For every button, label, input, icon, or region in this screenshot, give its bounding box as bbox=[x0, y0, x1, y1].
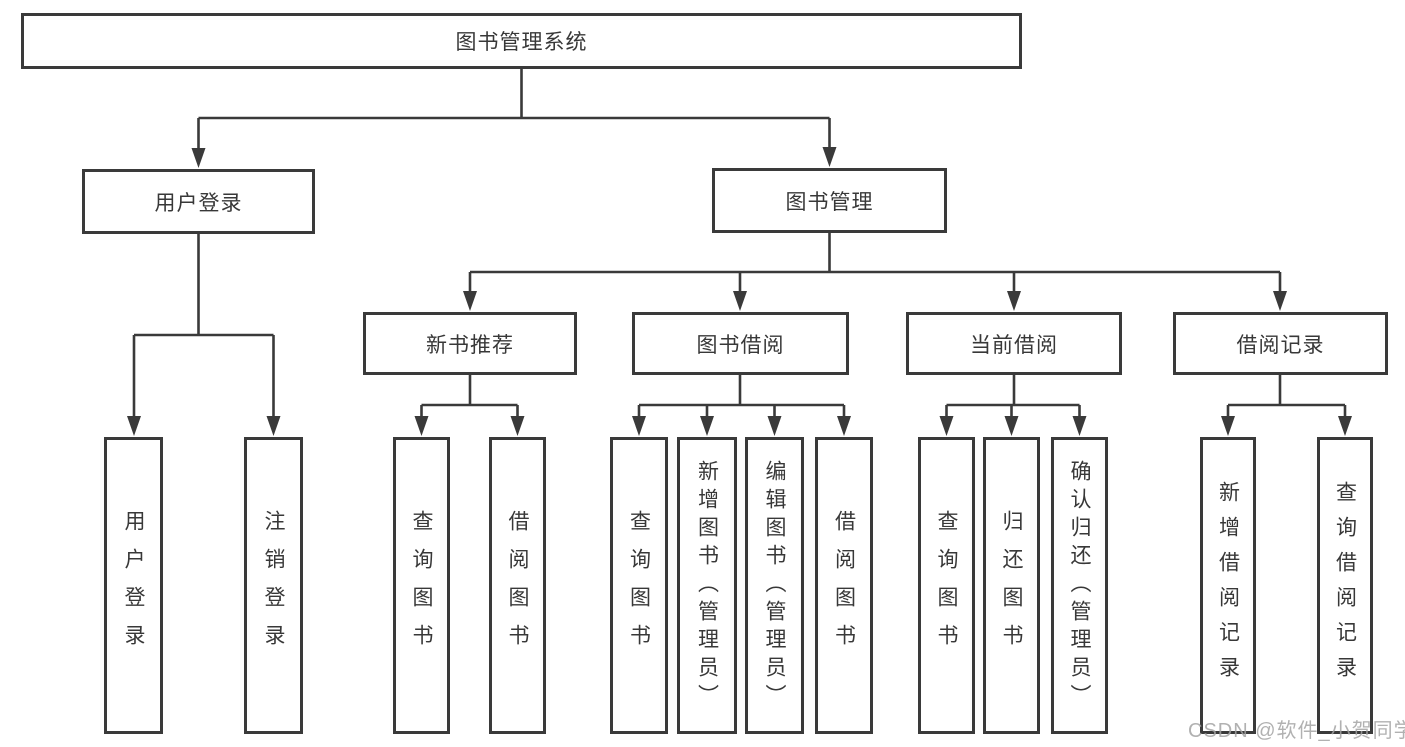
leaf-user-login: 用户登录 bbox=[104, 437, 163, 734]
node-book-management: 图书管理 bbox=[712, 168, 947, 233]
leaf-label: 借阅图书 bbox=[832, 509, 856, 662]
leaf-add-borrow-record: 新增借阅记录 bbox=[1200, 437, 1256, 734]
leaf-label: 注销登录 bbox=[262, 509, 285, 662]
leaf-logout: 注销登录 bbox=[244, 437, 303, 734]
node-current-borrowing: 当前借阅 bbox=[906, 312, 1122, 375]
leaf-label: 借阅图书 bbox=[506, 509, 529, 662]
leaf-label: 归还图书 bbox=[1000, 509, 1023, 662]
leaf-borrow-books-recommend: 借阅图书 bbox=[489, 437, 546, 734]
leaf-label: 新增图书（管理员） bbox=[695, 459, 719, 712]
node-label: 新书推荐 bbox=[426, 333, 514, 357]
node-label: 图书管理 bbox=[785, 190, 874, 214]
leaf-query-books-recommend: 查询图书 bbox=[393, 437, 450, 734]
leaf-label: 确认归还（管理员） bbox=[1068, 459, 1091, 712]
tree-edges bbox=[132, 69, 1347, 420]
leaf-query-borrow-record: 查询借阅记录 bbox=[1317, 437, 1373, 734]
leaf-label: 编辑图书（管理员） bbox=[763, 459, 786, 712]
arrowheads bbox=[127, 147, 1352, 436]
leaf-confirm-return-admin: 确认归还（管理员） bbox=[1051, 437, 1108, 734]
node-new-book-recommendation: 新书推荐 bbox=[363, 312, 577, 375]
node-label: 当前借阅 bbox=[970, 333, 1058, 357]
leaf-label: 查询借阅记录 bbox=[1333, 480, 1357, 691]
leaf-edit-book-admin: 编辑图书（管理员） bbox=[745, 437, 804, 734]
leaf-label: 查询图书 bbox=[410, 509, 433, 662]
leaf-label: 查询图书 bbox=[935, 509, 958, 662]
node-borrow-records: 借阅记录 bbox=[1173, 312, 1388, 375]
leaf-label: 查询图书 bbox=[627, 509, 651, 662]
node-library-management-system: 图书管理系统 bbox=[21, 13, 1022, 69]
leaf-query-books-current: 查询图书 bbox=[918, 437, 975, 734]
leaf-label: 用户登录 bbox=[122, 509, 145, 662]
node-label: 图书借阅 bbox=[696, 333, 785, 357]
node-label: 用户登录 bbox=[154, 191, 243, 215]
node-book-borrowing: 图书借阅 bbox=[632, 312, 849, 375]
node-label: 借阅记录 bbox=[1236, 333, 1325, 357]
leaf-query-books-borrowing: 查询图书 bbox=[610, 437, 668, 734]
leaf-label: 新增借阅记录 bbox=[1216, 480, 1240, 691]
node-user-login: 用户登录 bbox=[82, 169, 315, 234]
leaf-return-book: 归还图书 bbox=[983, 437, 1040, 734]
csdn-watermark: CSDN @软件_小贺同学 bbox=[1188, 720, 1405, 742]
node-label: 图书管理系统 bbox=[455, 31, 588, 54]
leaf-add-book-admin: 新增图书（管理员） bbox=[677, 437, 737, 734]
leaf-borrow-books-borrowing: 借阅图书 bbox=[815, 437, 873, 734]
